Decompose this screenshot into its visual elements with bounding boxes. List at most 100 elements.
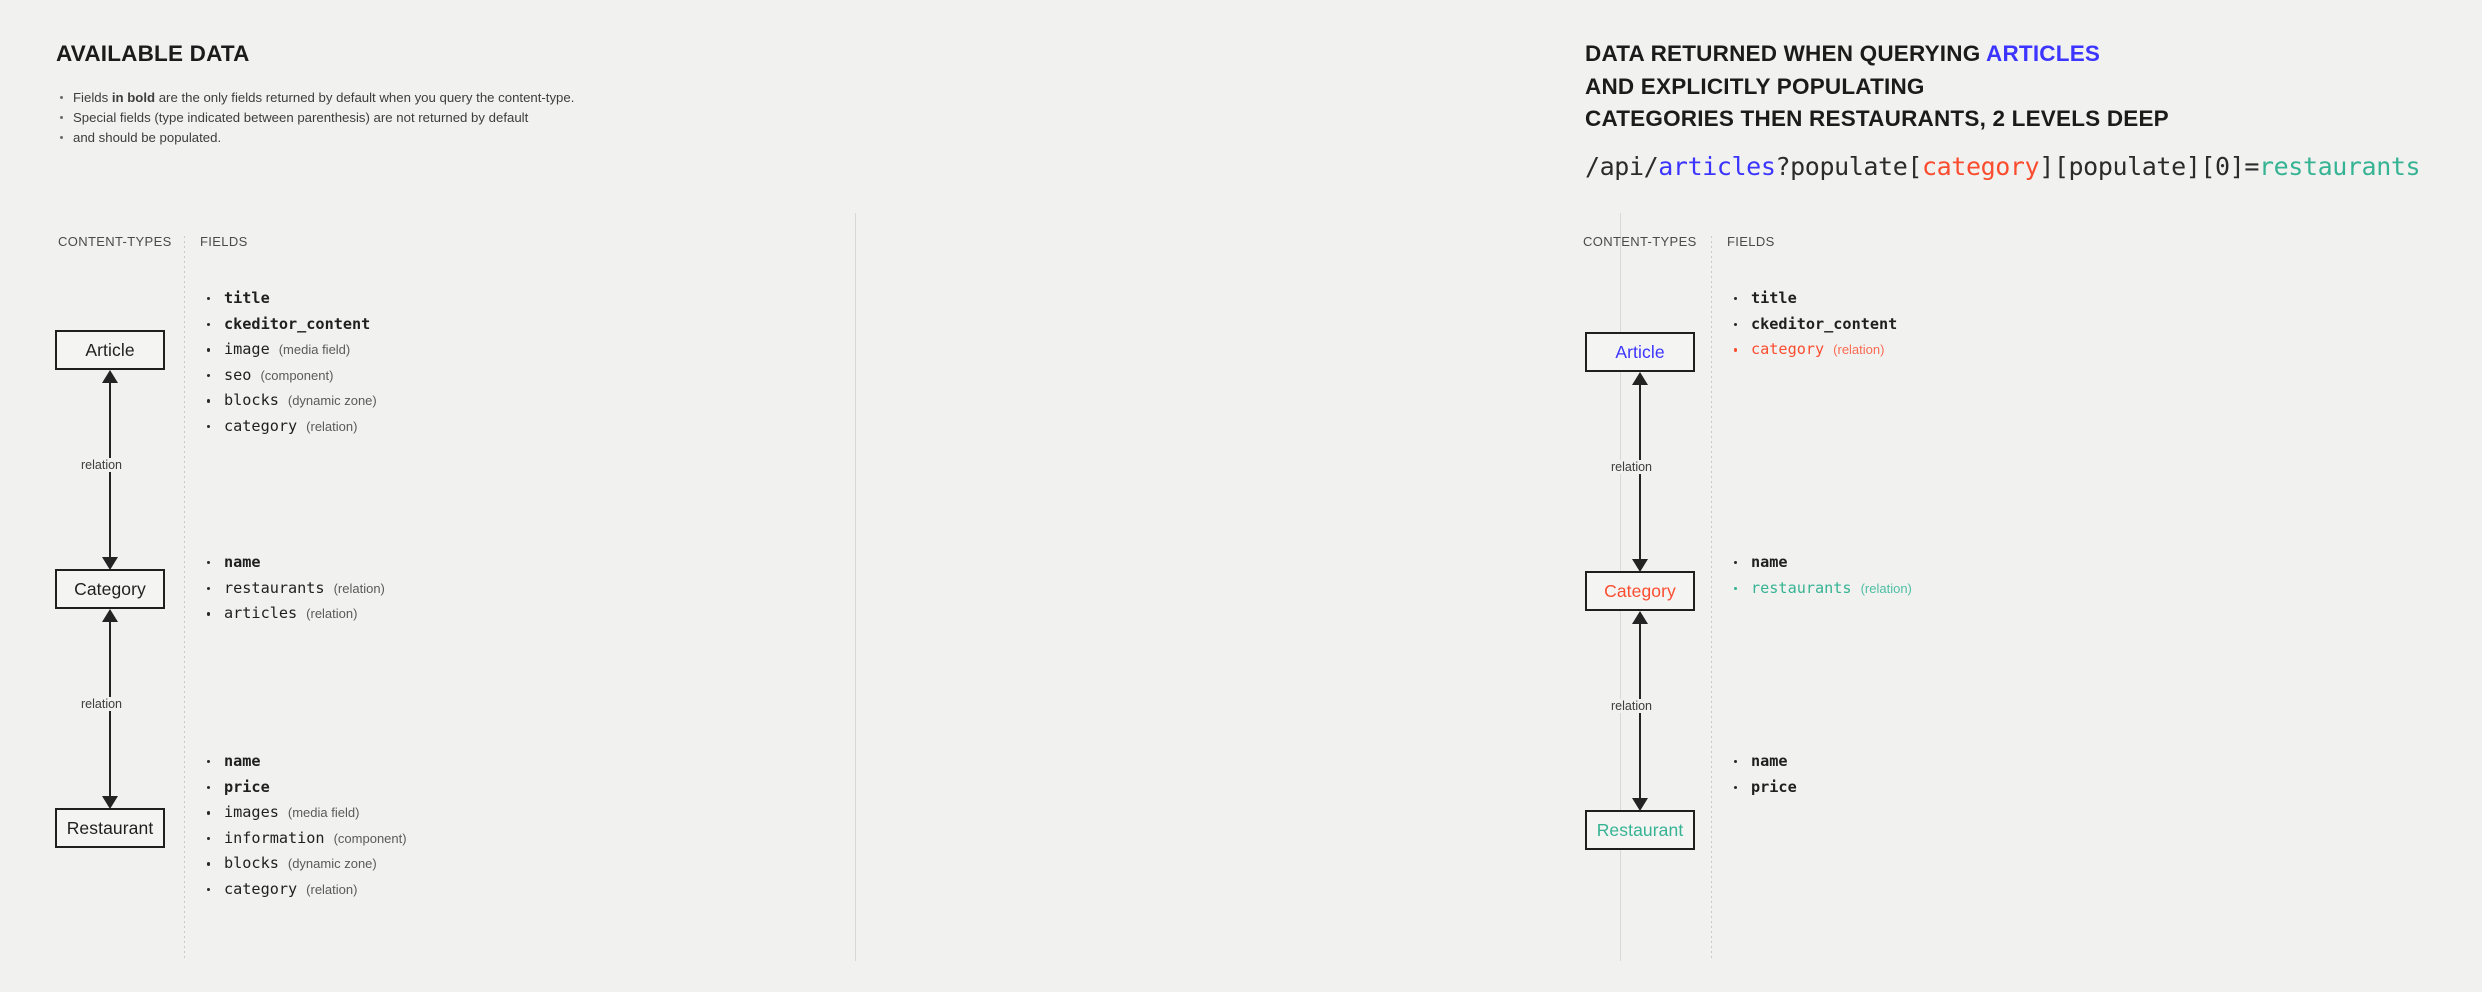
endpoint-url-articles: /api/articles?populate[category][populat… xyxy=(1585,152,2421,181)
panel-1-heading-line-0: DATA RETURNED WHEN QUERYING ARTICLES xyxy=(1585,41,2101,66)
field-item: price xyxy=(204,775,407,801)
relation-label: relation xyxy=(1608,699,1655,713)
field-name: images xyxy=(224,803,279,822)
arrow-down-restaurant xyxy=(1632,798,1648,811)
field-type: (dynamic zone) xyxy=(287,856,377,872)
arrow-down-category xyxy=(1632,559,1648,572)
arrow-up-article xyxy=(1632,372,1648,385)
arrow-down-restaurant xyxy=(102,796,118,809)
entity-article[interactable]: Article xyxy=(1585,332,1695,372)
entity-category[interactable]: Category xyxy=(1585,571,1695,611)
arrow-down-category xyxy=(102,557,118,570)
field-type: (media field) xyxy=(278,342,351,358)
field-type: (media field) xyxy=(287,805,360,821)
panel-query-categories: DATA RETURNED WHEN QUERYING CATEGORIES A… xyxy=(1620,0,2482,992)
field-item: ckeditor_content xyxy=(204,312,377,338)
field-name: restaurants xyxy=(1751,578,1852,597)
caption-fields: FIELDS xyxy=(200,234,248,249)
entity-category[interactable]: Category xyxy=(55,569,165,609)
field-name: category xyxy=(1751,340,1825,359)
field-item: price xyxy=(1731,775,1797,801)
fields-restaurant: name price images (media field) information (… xyxy=(204,749,407,903)
field-name: restaurants xyxy=(224,578,325,597)
field-name: category xyxy=(224,879,298,898)
entity-restaurant[interactable]: Restaurant xyxy=(1585,810,1695,850)
relation-label: relation xyxy=(1608,460,1655,474)
fields-article: title ckeditor_content category (relation) xyxy=(1731,286,1897,363)
caption-fields: FIELDS xyxy=(1727,234,1775,249)
field-item: articles (relation) xyxy=(204,601,385,627)
arrow-up-article xyxy=(102,370,118,383)
field-type: (dynamic zone) xyxy=(287,393,377,409)
field-type: (component) xyxy=(333,830,407,846)
field-name: price xyxy=(1751,777,1797,796)
heading-accent-articles: ARTICLES xyxy=(1986,41,2101,66)
field-name: seo xyxy=(224,365,252,384)
arrow-up-category xyxy=(102,609,118,622)
entity-article[interactable]: Article xyxy=(55,330,165,370)
field-item: blocks(dynamic zone) xyxy=(204,851,407,877)
field-item: images (media field) xyxy=(204,800,407,826)
field-name: name xyxy=(1751,553,1788,571)
note-item: Fields in bold are the only fields retur… xyxy=(56,88,616,107)
field-name: price xyxy=(224,777,270,796)
panel-divider-1 xyxy=(855,213,856,961)
entity-restaurant[interactable]: Restaurant xyxy=(55,808,165,848)
relation-label: relation xyxy=(78,458,125,472)
field-item: restaurants (relation) xyxy=(1731,576,1912,602)
field-item: category (relation) xyxy=(204,877,407,903)
field-name: category xyxy=(224,416,298,435)
field-name: name xyxy=(224,553,261,571)
fields-category: name restaurants (relation) xyxy=(1731,550,1912,601)
fields-restaurant: name price xyxy=(1731,749,1797,800)
field-type: (relation) xyxy=(1833,342,1885,358)
note-item: Special fields (type indicated between p… xyxy=(56,108,616,127)
note-item-continuation: and should be populated. xyxy=(56,128,616,147)
field-name: blocks xyxy=(224,391,279,410)
panel-query-articles: DATA RETURNED WHEN QUERYING ARTICLES AND… xyxy=(855,0,2421,992)
panel-0-heading-line-0: AVAILABLE DATA xyxy=(56,41,250,66)
field-item: information (component) xyxy=(204,826,407,852)
field-item: name xyxy=(1731,749,1797,775)
panel-1-heading-line-2: CATEGORIES THEN RESTAURANTS, 2 LEVELS DE… xyxy=(1585,106,2169,131)
panel-available-data: AVAILABLE DATA Fields in bold are the on… xyxy=(0,0,855,992)
field-name: articles xyxy=(224,604,298,623)
panel-0-notes: Fields in bold are the only fields retur… xyxy=(56,88,616,148)
field-type: (relation) xyxy=(1860,580,1912,596)
field-item: ckeditor_content xyxy=(1731,312,1897,338)
field-item: category (relation) xyxy=(204,414,377,440)
column-dotted-divider xyxy=(1711,236,1712,961)
field-item: name xyxy=(204,550,385,576)
field-name: information xyxy=(224,828,325,847)
panel-1-heading: DATA RETURNED WHEN QUERYING ARTICLES AND… xyxy=(1585,38,2169,136)
field-name: name xyxy=(224,752,261,770)
field-item: restaurants (relation) xyxy=(204,576,385,602)
caption-content-types: CONTENT-TYPES xyxy=(1583,234,1697,249)
field-type: (component) xyxy=(260,367,334,383)
field-item: blocks (dynamic zone) xyxy=(204,388,377,414)
fields-category: name restaurants (relation) articles (relati… xyxy=(204,550,385,627)
field-name: image xyxy=(224,340,270,359)
field-item: seo (component) xyxy=(204,363,377,389)
panel-1-heading-line-1: AND EXPLICITLY POPULATING xyxy=(1585,73,1925,99)
field-item: name xyxy=(1731,550,1912,576)
relation-label: relation xyxy=(78,697,125,711)
column-dotted-divider xyxy=(184,236,185,961)
caption-content-types: CONTENT-TYPES xyxy=(58,234,172,249)
field-type: (relation) xyxy=(306,606,358,622)
field-type: (relation) xyxy=(306,418,358,434)
arrow-up-category xyxy=(1632,611,1648,624)
panel-0-heading: AVAILABLE DATA xyxy=(56,38,250,71)
field-name: ckeditor_content xyxy=(1751,314,1898,333)
field-item: name xyxy=(204,749,407,775)
field-name: title xyxy=(224,289,270,307)
field-item: category (relation) xyxy=(1731,337,1897,363)
field-name: title xyxy=(1751,289,1797,307)
field-type: (relation) xyxy=(333,580,385,596)
field-type: (relation) xyxy=(306,881,358,897)
field-item: image (media field) xyxy=(204,337,377,363)
field-item: title xyxy=(204,286,377,312)
field-name: ckeditor_content xyxy=(224,314,371,333)
